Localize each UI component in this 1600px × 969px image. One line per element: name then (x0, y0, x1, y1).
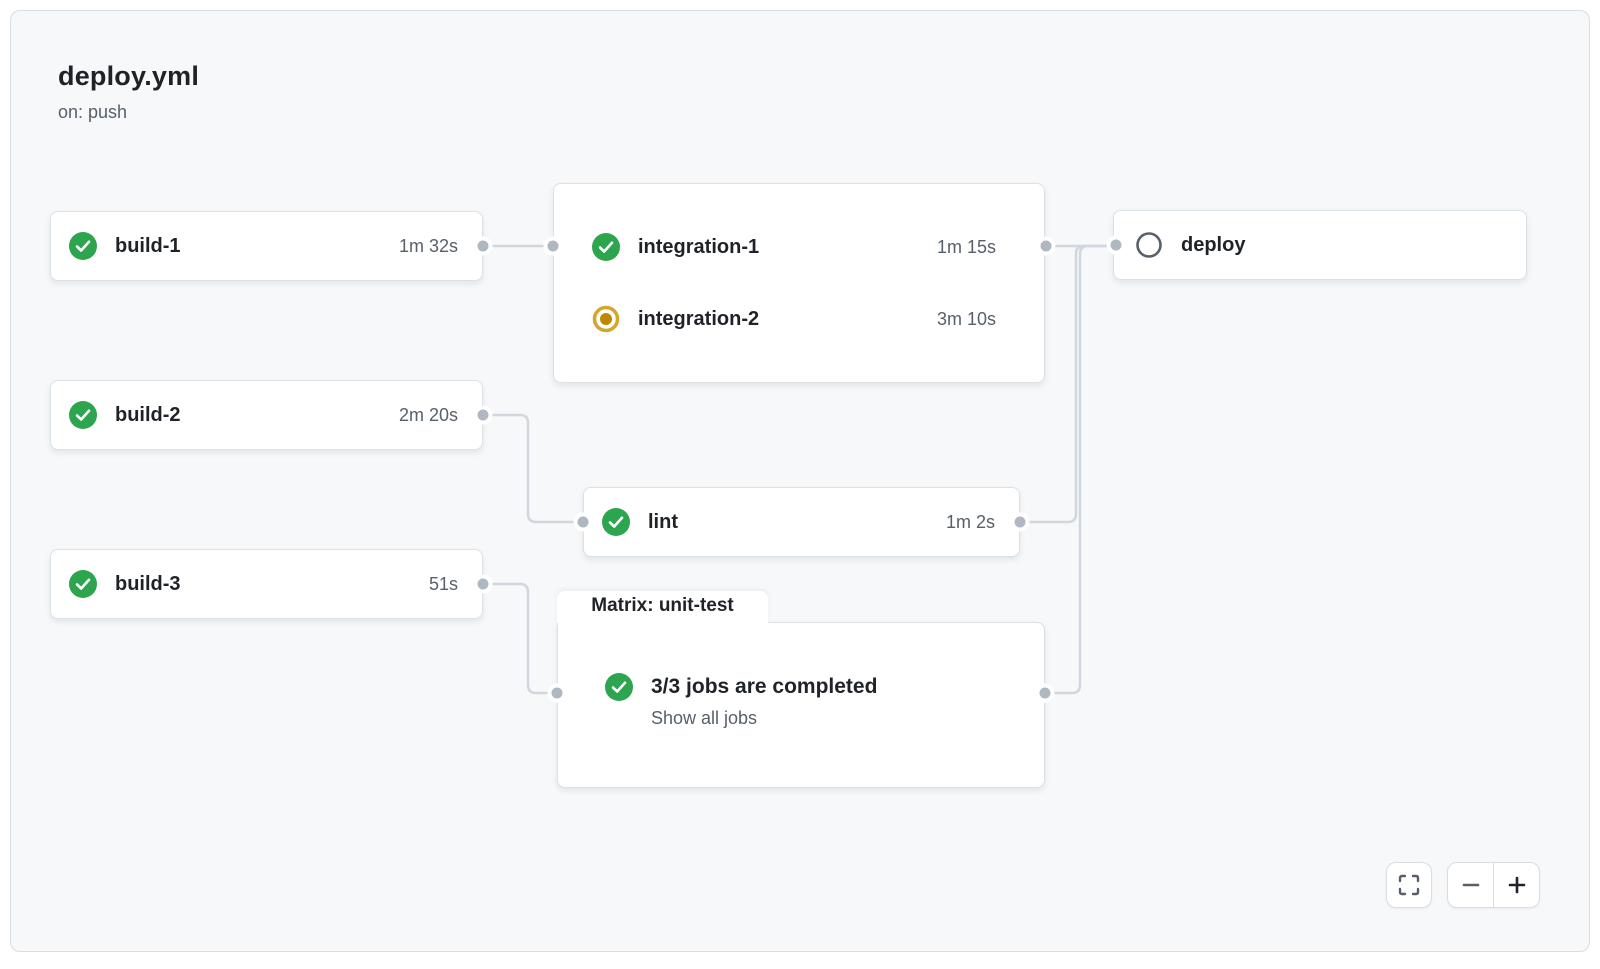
zoom-in-button[interactable] (1494, 863, 1539, 907)
job-duration: 3m 10s (936, 308, 996, 329)
success-icon (69, 570, 97, 598)
zoom-controls (1447, 862, 1540, 908)
in-progress-icon (592, 305, 620, 333)
job-duration: 1m 15s (936, 236, 996, 257)
success-icon (605, 673, 633, 701)
job-card-build-3[interactable]: build-3 51s (50, 549, 483, 619)
job-duration: 2m 20s (398, 404, 458, 425)
matrix-tab: Matrix: unit-test (557, 591, 768, 623)
job-name: integration-2 (638, 307, 760, 330)
job-group-integration: integration-1 1m 15s integration-2 3m 10… (553, 183, 1045, 383)
workflow-graph-panel: deploy.yml on: push (10, 10, 1590, 952)
job-row-integration-2[interactable]: integration-2 3m 10s (554, 291, 1044, 347)
fullscreen-button[interactable] (1386, 862, 1432, 908)
job-name: build-2 (115, 403, 181, 426)
success-icon (602, 508, 630, 536)
pending-icon (1136, 232, 1162, 258)
minus-icon (1462, 883, 1479, 887)
job-card-build-2[interactable]: build-2 2m 20s (50, 380, 483, 450)
job-duration: 51s (428, 573, 458, 594)
matrix-summary: 3/3 jobs are completed (651, 675, 878, 698)
workflow-trigger: on: push (58, 102, 128, 122)
fullscreen-icon (1398, 874, 1420, 896)
success-icon (69, 401, 97, 429)
job-row-integration-1[interactable]: integration-1 1m 15s (554, 219, 1044, 275)
matrix-label: Matrix: unit-test (591, 595, 734, 616)
success-icon (592, 233, 620, 261)
job-name: build-1 (115, 234, 181, 257)
workflow-title: deploy.yml (58, 61, 200, 91)
job-name: deploy (1181, 233, 1246, 256)
job-name: integration-1 (638, 235, 760, 258)
show-all-jobs-link[interactable]: Show all jobs (651, 708, 758, 728)
job-card-deploy[interactable]: deploy (1113, 210, 1527, 280)
job-card-lint[interactable]: lint 1m 2s (583, 487, 1020, 557)
job-name: lint (648, 510, 678, 533)
zoom-out-button[interactable] (1448, 863, 1493, 907)
plus-icon (1508, 876, 1525, 894)
job-group-matrix-unit-test[interactable]: 3/3 jobs are completed Show all jobs (557, 622, 1045, 788)
job-duration: 1m 2s (945, 511, 995, 532)
job-duration: 1m 32s (398, 235, 458, 256)
workflow-header: deploy.yml on: push (58, 61, 199, 123)
success-icon (69, 232, 97, 260)
zoom-divider (1493, 863, 1494, 907)
job-name: build-3 (115, 572, 181, 595)
job-card-build-1[interactable]: build-1 1m 32s (50, 211, 483, 281)
